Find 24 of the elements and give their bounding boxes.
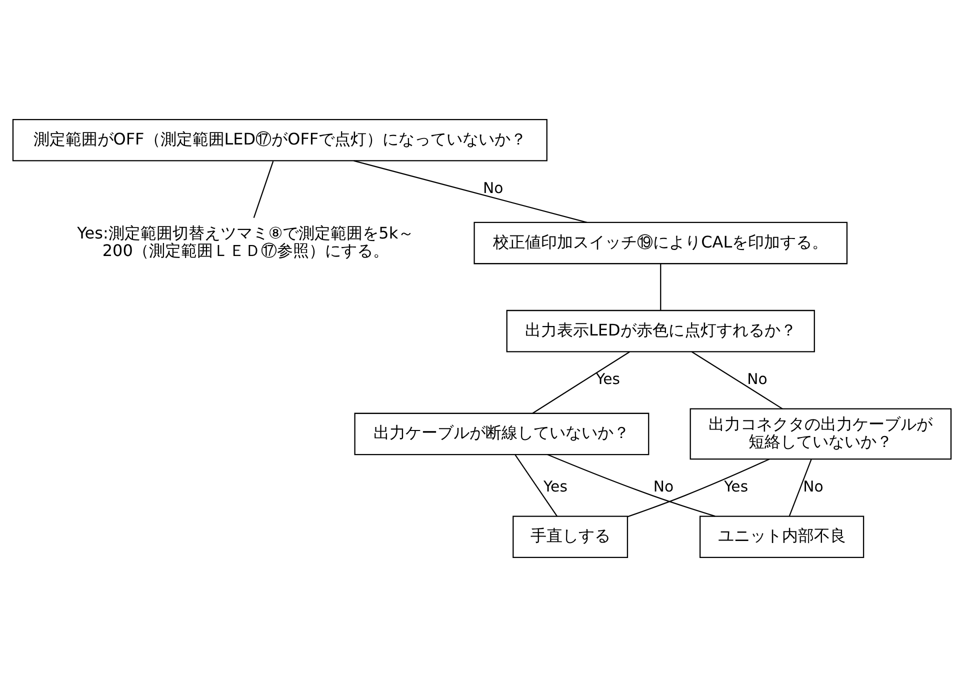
edge-label: No xyxy=(803,478,824,496)
node-box: 校正値印加スイッチ⑲によりCALを印加する。 xyxy=(474,222,848,264)
connector xyxy=(514,454,558,517)
node-box: 測定範囲がOFF（測定範囲LED⑰がOFFで点灯）になっていないか？ xyxy=(12,119,548,162)
connector xyxy=(692,351,783,410)
edge-label: No xyxy=(747,370,768,388)
node-box: 出力コネクタの出力ケーブルが短絡していないか？ xyxy=(690,408,952,460)
edge-label: Yes xyxy=(724,478,748,496)
connector xyxy=(788,459,812,516)
node-text: Yes:測定範囲切替えツマミ⑧で測定範囲を5k～200（測定範囲ＬＥＤ⑰参照）にする。 xyxy=(77,224,414,260)
edge-label: Yes xyxy=(543,478,568,496)
connector xyxy=(547,454,716,517)
edge-label: No xyxy=(483,179,504,198)
connector xyxy=(660,264,662,310)
node-box: ユニット内部不良 xyxy=(700,516,864,558)
node-box: 出力表示LEDが赤色に点灯すれるか？ xyxy=(506,310,815,352)
node-box: 手直しする xyxy=(512,516,628,558)
connector xyxy=(627,458,770,518)
connector xyxy=(532,351,630,414)
node-box: 出力ケーブルが断線していないか？ xyxy=(354,412,650,456)
edge-label: No xyxy=(653,478,674,496)
edge-label: Yes xyxy=(596,370,620,388)
connector xyxy=(354,160,588,223)
connector xyxy=(253,161,274,218)
